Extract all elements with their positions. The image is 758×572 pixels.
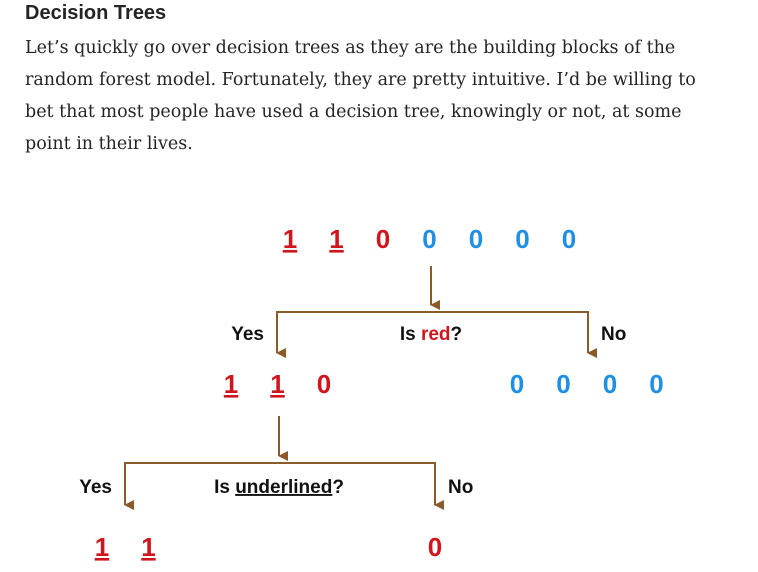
red-digit: 0 bbox=[376, 224, 390, 254]
split2-no-label: No bbox=[448, 477, 473, 498]
question-highlight-red: red bbox=[421, 324, 451, 345]
question-is-underlined: Is underlined? bbox=[214, 477, 344, 498]
red-digit: 0 bbox=[428, 532, 442, 562]
yes-branch-digit-row: 1 1 0 bbox=[224, 369, 331, 399]
blue-digit: 0 bbox=[422, 224, 436, 254]
intro-paragraph: Let’s quickly go over decision trees as … bbox=[25, 32, 725, 160]
underlined-red-digit: 1 bbox=[329, 224, 343, 254]
blue-digit: 0 bbox=[510, 369, 524, 399]
red-digit: 0 bbox=[317, 369, 331, 399]
paragraph-line: Let’s quickly go over decision trees as … bbox=[25, 38, 676, 58]
paragraph-line: bet that most people have used a decisio… bbox=[25, 102, 682, 122]
split2-yes-label: Yes bbox=[79, 477, 112, 498]
blue-digit: 0 bbox=[562, 224, 576, 254]
paragraph-line: point in their lives. bbox=[25, 134, 193, 154]
question-suffix: ? bbox=[451, 324, 463, 345]
blue-digit: 0 bbox=[515, 224, 529, 254]
question-highlight-underlined: underlined bbox=[235, 477, 332, 498]
underlined-red-digit: 1 bbox=[224, 369, 238, 399]
blue-digit: 0 bbox=[469, 224, 483, 254]
question-prefix: Is bbox=[214, 477, 235, 498]
paragraph-line: random forest model. Fortunately, they a… bbox=[25, 70, 696, 90]
blue-digit: 0 bbox=[649, 369, 663, 399]
underlined-red-digit: 1 bbox=[283, 224, 297, 254]
question-prefix: Is bbox=[400, 324, 421, 345]
split1-yes-label: Yes bbox=[231, 324, 264, 345]
section-heading: Decision Trees bbox=[25, 2, 167, 24]
underlined-red-digit: 1 bbox=[270, 369, 284, 399]
underlined-red-digit: 1 bbox=[141, 532, 155, 562]
no-branch-digit-row: 0 0 0 0 bbox=[510, 369, 664, 399]
root-digit-row: 1 1 0 0 0 0 0 bbox=[283, 224, 576, 254]
question-suffix: ? bbox=[332, 477, 344, 498]
blue-digit: 0 bbox=[603, 369, 617, 399]
blue-digit: 0 bbox=[556, 369, 570, 399]
question-is-red: Is red? bbox=[400, 324, 462, 345]
leaf-no-digit-row: 0 bbox=[428, 532, 442, 562]
underlined-red-digit: 1 bbox=[95, 532, 109, 562]
split1-no-label: No bbox=[601, 324, 626, 345]
